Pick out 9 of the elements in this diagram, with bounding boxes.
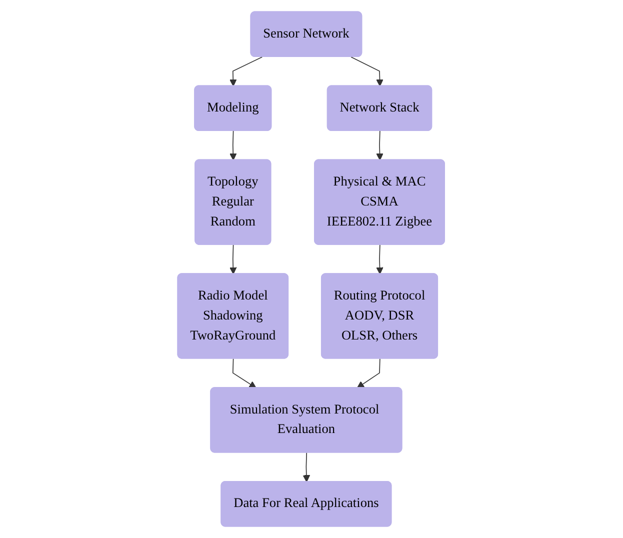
arrow (357, 358, 381, 388)
arrow (376, 130, 384, 160)
arrow (232, 358, 257, 388)
arrow (230, 130, 238, 160)
arrow (230, 244, 238, 274)
arrow (351, 56, 384, 86)
arrow (230, 56, 263, 86)
arrow (376, 244, 384, 274)
arrow (303, 452, 310, 482)
